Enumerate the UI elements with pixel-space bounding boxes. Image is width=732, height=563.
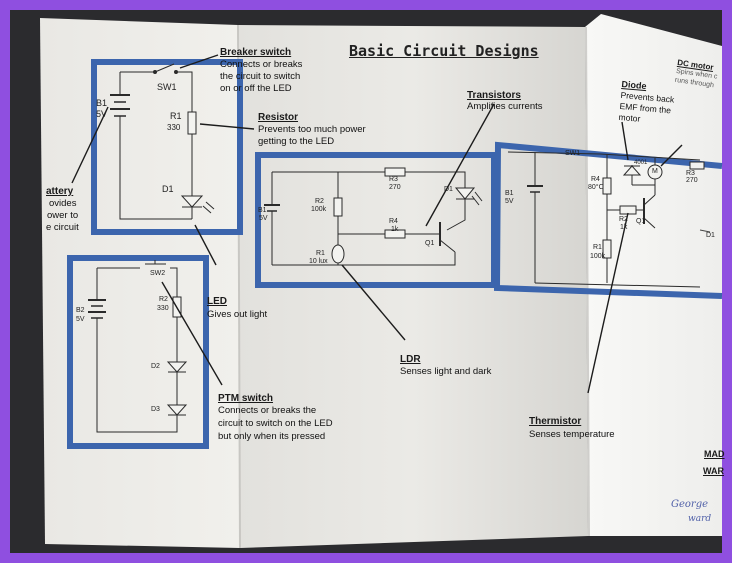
c4-r3v: 270 — [686, 177, 698, 184]
ptm-line-1: Connects or breaks the — [218, 405, 317, 416]
breaker-heading: Breaker switch — [220, 47, 292, 58]
c4-r3: R3 — [686, 170, 695, 177]
transistors-heading: Transistors — [467, 90, 521, 101]
transistors-line-1: Amplifies currents — [467, 101, 543, 112]
c3-d1: D1 — [444, 186, 453, 193]
resistor-line-2: getting to the LED — [258, 136, 335, 147]
c1-r1: R1 — [170, 111, 182, 121]
signature-line-2: ward — [688, 514, 712, 524]
diode-line-3: motor — [618, 111, 641, 124]
c4-q1: Q1 — [636, 218, 646, 225]
c1-r1v: 330 — [167, 123, 181, 132]
c3-q1: Q1 — [425, 240, 435, 247]
c3-r3v: 270 — [389, 184, 401, 191]
corner-text-1: MAD — [704, 449, 725, 459]
battery-heading: attery — [46, 186, 74, 197]
resistor-heading: Resistor — [258, 112, 299, 123]
c4-r2v: 1k — [620, 224, 628, 231]
c1-b1: B1 — [96, 98, 108, 108]
paper-right-panel — [585, 14, 722, 536]
c2-r2: R2 — [159, 296, 168, 303]
breaker-line-1: Connects or breaks — [220, 59, 303, 70]
led-line-1: Gives out light — [207, 309, 268, 320]
c3-r1v: 10 lux — [309, 258, 328, 265]
c2-d3: D3 — [151, 406, 160, 413]
circuit-3 — [255, 152, 497, 288]
c2-b2: B2 — [76, 307, 85, 314]
circuit-1 — [91, 59, 243, 235]
ptm-line-2: circuit to switch on the LED — [218, 418, 333, 429]
c2-b2v: 5V — [76, 316, 85, 323]
paper-left-panel — [40, 18, 240, 548]
c4-r2: R2 — [619, 216, 628, 223]
c3-b1: B1 — [258, 207, 267, 214]
signature-line-1: George — [671, 499, 709, 510]
c3-r2: R2 — [315, 198, 324, 205]
c2-d2: D2 — [151, 363, 160, 370]
ldr-line-1: Senses light and dark — [400, 366, 492, 377]
c3-r2v: 100k — [311, 206, 327, 213]
c4-r4v: 80°C — [588, 184, 604, 191]
c4-r1v: 100k — [590, 253, 606, 260]
breaker-line-3: on or off the LED — [220, 83, 292, 94]
c1-b1v: 5V — [96, 109, 108, 119]
c3-r4v: 1k — [391, 226, 399, 233]
ptm-heading: PTM switch — [218, 393, 274, 404]
c2-sw2: SW2 — [150, 270, 166, 277]
c4-r1: R1 — [593, 244, 602, 251]
thermistor-heading: Thermistor — [529, 416, 582, 427]
c4-diode: 4001 — [634, 160, 648, 166]
c4-b1: B1 — [505, 190, 514, 197]
led-heading: LED — [207, 296, 227, 307]
c4-motor: M — [652, 168, 658, 175]
ptm-line-3: but only when its pressed — [218, 431, 326, 442]
c1-d1: D1 — [162, 184, 174, 194]
battery-line-1: ovides — [49, 198, 77, 209]
thermistor-line-1: Senses temperature — [529, 429, 615, 440]
breaker-line-2: the circuit to switch — [220, 71, 301, 82]
battery-line-3: e circuit — [46, 222, 79, 233]
c3-b1v: 5V — [259, 215, 268, 222]
page-title: Basic Circuit Designs — [349, 42, 539, 60]
resistor-line-1: Prevents too much power — [258, 124, 366, 135]
c3-r1: R1 — [316, 250, 325, 257]
ldr-heading: LDR — [400, 354, 421, 365]
c4-b1v: 5V — [505, 198, 514, 205]
c3-r3: R3 — [389, 176, 398, 183]
corner-text-2: WAR — [703, 466, 724, 476]
circuit-4 — [493, 141, 723, 299]
c4-r4: R4 — [591, 176, 600, 183]
c1-sw1: SW1 — [157, 82, 177, 92]
c4-d1: D1 — [706, 232, 715, 239]
c2-r2v: 330 — [157, 305, 169, 312]
c3-r4: R4 — [389, 218, 398, 225]
c4-sw1: SW1 — [565, 150, 581, 157]
battery-line-2: ower to — [47, 210, 79, 221]
